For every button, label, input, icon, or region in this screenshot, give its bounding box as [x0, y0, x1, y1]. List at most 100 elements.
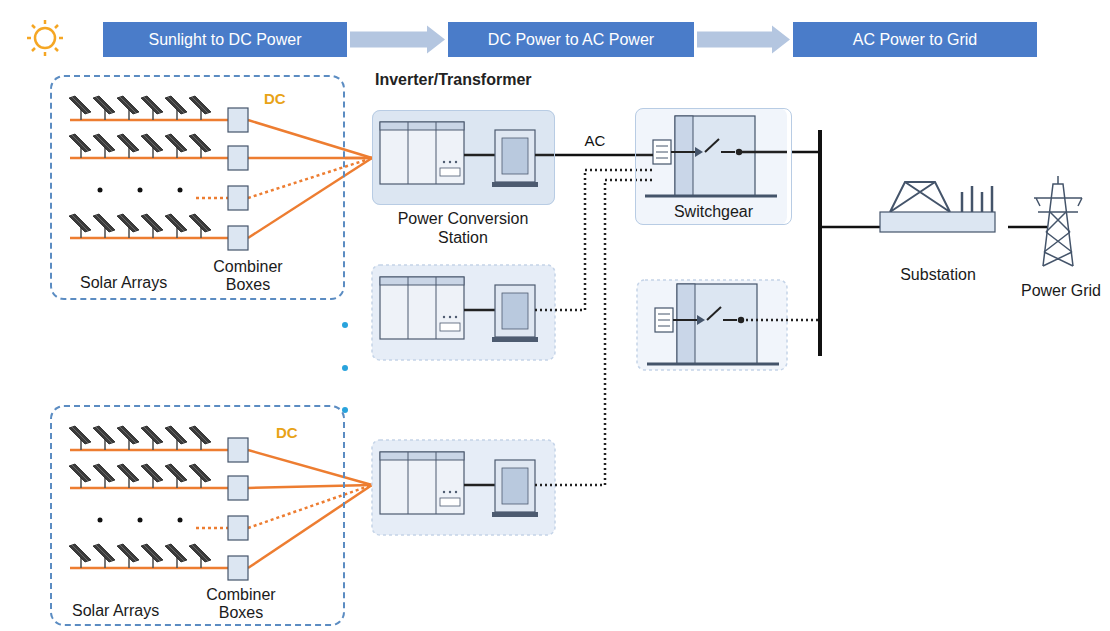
combiner-box — [228, 108, 248, 132]
sun-icon — [27, 20, 63, 56]
flow-arrow — [350, 26, 445, 54]
station-box — [372, 440, 555, 535]
solar-panel — [141, 426, 163, 450]
switchgear-box: Switchgear — [635, 108, 792, 225]
dc-wire — [248, 158, 372, 198]
switchgear-icon — [645, 116, 777, 196]
combiner-box — [228, 516, 248, 540]
combiner-box — [228, 186, 248, 210]
solar-panel — [117, 96, 139, 120]
solar-panel — [93, 544, 115, 568]
solar-arrays — [69, 96, 372, 580]
section-label: Inverter/Transformer — [375, 71, 532, 89]
solar-panel — [93, 134, 115, 158]
solar-panel — [165, 134, 187, 158]
solar-panel — [69, 544, 91, 568]
dc-label: DC — [276, 424, 298, 441]
dc-wire — [70, 487, 228, 490]
node-text: Power Grid — [1012, 282, 1110, 300]
solar-panel — [93, 426, 115, 450]
solar-panel — [93, 96, 115, 120]
node-text: Solar Arrays — [72, 602, 159, 620]
combiner-box — [228, 438, 248, 462]
solar-panel — [165, 214, 187, 238]
ac-wire — [535, 154, 555, 157]
node-text: AC Power to Grid — [853, 31, 977, 49]
dc-wire — [345, 157, 372, 160]
node-text: DC Power to AC Power — [488, 31, 654, 49]
inverter-transformer — [380, 122, 538, 187]
station-fill — [372, 110, 555, 205]
solar-field-region: Solar Arrays Combiner Boxes — [50, 75, 345, 300]
node-text: Substation — [868, 266, 1008, 284]
solar-panel — [189, 544, 211, 568]
solar-panel — [141, 464, 163, 488]
solar-panel — [117, 464, 139, 488]
solar-panel — [117, 426, 139, 450]
solar-panel — [189, 426, 211, 450]
solar-panel — [69, 96, 91, 120]
dc-wire — [248, 158, 372, 238]
node-text: Power Conversion Station — [388, 209, 538, 247]
inverter-transformer — [380, 452, 538, 517]
solar-panel — [93, 464, 115, 488]
continuation-dot — [178, 518, 183, 523]
solar-panel — [69, 214, 91, 238]
dc-wire — [196, 527, 228, 530]
solar-panel — [69, 464, 91, 488]
ac-wire — [739, 151, 787, 154]
dc-wire — [70, 237, 228, 240]
node-text: Combiner Boxes — [202, 258, 294, 294]
ac-wire — [792, 152, 868, 227]
edge-label: AC — [583, 132, 608, 149]
continuation-dots — [342, 322, 348, 413]
dc-wire — [248, 485, 372, 488]
solar-panel — [165, 96, 187, 120]
substation: Substation — [868, 172, 1008, 284]
station-box — [372, 265, 555, 360]
node-text: Switchgear — [636, 203, 791, 221]
switchgear-box — [637, 280, 787, 370]
continuation-dot — [98, 188, 103, 193]
ac-wire — [555, 154, 635, 157]
node-text: Combiner Boxes — [195, 586, 287, 622]
dc-wire — [248, 485, 372, 568]
combiner-box — [228, 476, 248, 500]
inverter-transformer — [380, 277, 538, 342]
continuation-dot — [138, 518, 143, 523]
continuation-dot — [98, 518, 103, 523]
solar-panel — [117, 544, 139, 568]
solar-panel — [165, 464, 187, 488]
combiner-box — [228, 146, 248, 170]
solar-panel — [141, 544, 163, 568]
solar-panel — [189, 134, 211, 158]
dc-wire — [70, 449, 228, 452]
solar-panel — [93, 214, 115, 238]
dc-wire — [248, 450, 372, 485]
stage-banner: AC Power to Grid — [793, 22, 1037, 57]
power-conversion-station: Power Conversion Station — [365, 110, 562, 248]
dotted-feeder — [535, 170, 820, 485]
node-text: Solar Arrays — [80, 274, 167, 292]
solar-panel — [141, 134, 163, 158]
power-grid: Power Grid — [1012, 172, 1110, 300]
stage-banner: DC Power to AC Power — [448, 22, 694, 57]
transmission-tower — [1012, 176, 1082, 266]
dc-wire — [248, 120, 372, 158]
dc-wire — [248, 157, 372, 160]
solar-panel — [117, 214, 139, 238]
dc-label: DC — [264, 90, 286, 107]
solar-panel — [117, 134, 139, 158]
solar-field-region: Solar Arrays Combiner Boxes — [50, 405, 345, 626]
flow-arrow — [697, 26, 790, 54]
solar-panel — [189, 96, 211, 120]
dc-wire — [196, 197, 228, 200]
combiner-box — [228, 226, 248, 250]
node-text: Sunlight to DC Power — [149, 31, 302, 49]
ac-wire — [635, 154, 653, 157]
solar-panel — [165, 426, 187, 450]
dc-wire — [70, 157, 228, 160]
